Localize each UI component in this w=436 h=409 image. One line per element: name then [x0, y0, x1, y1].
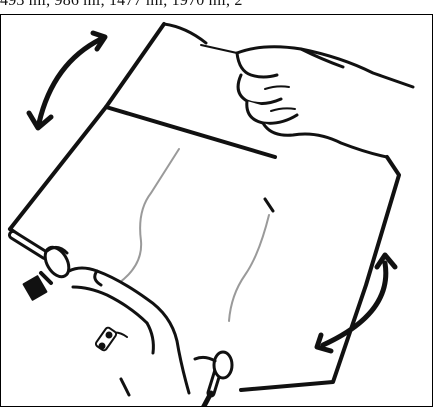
upper-hand: [235, 45, 415, 159]
inner-tube-line: [118, 148, 180, 284]
tilting-bag-illustration: [8, 22, 415, 406]
right-port-clamp: [193, 350, 234, 406]
illustration-frame: [0, 14, 433, 407]
rotate-arrow-lower-right-icon: [314, 252, 398, 354]
rotate-arrow-upper-left-icon: [26, 30, 108, 131]
caption-strip-text: 493 ml, 986 ml, 1477 ml, 1970 ml, 2: [0, 0, 243, 9]
caption-strip: 493 ml, 986 ml, 1477 ml, 1970 ml, 2: [0, 0, 436, 14]
lower-hand: [67, 266, 191, 397]
left-port-clamp: [8, 230, 71, 301]
inner-tube-line-right: [228, 214, 270, 322]
bag-label-tag: [94, 326, 118, 352]
